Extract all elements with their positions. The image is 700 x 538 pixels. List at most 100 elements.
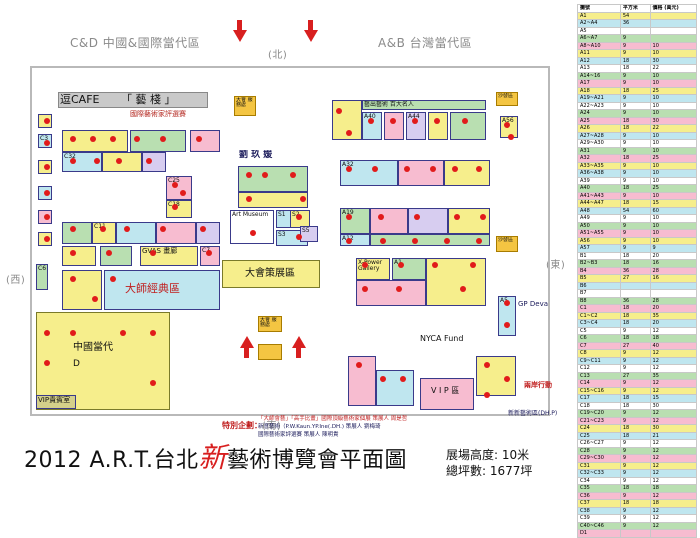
art-museum-booth[interactable]: Art Museum	[230, 210, 274, 244]
booth-marker-dot	[146, 158, 152, 164]
table-cell	[619, 26, 651, 35]
booth-a-mid[interactable]	[444, 160, 490, 186]
booth-a-north[interactable]	[384, 112, 404, 140]
booth-block-c[interactable]	[190, 130, 220, 152]
booth-a-mid[interactable]	[370, 208, 408, 234]
vip-room[interactable]: VIP貴賓室	[36, 395, 76, 409]
table-cell: 25	[649, 154, 698, 163]
table-cell: 9	[619, 514, 651, 523]
table-cell: 9	[619, 71, 651, 80]
table-cell: 25	[649, 86, 698, 95]
booth-a-lower[interactable]	[356, 280, 426, 306]
liu-booth[interactable]: 劉 玖 媛	[238, 150, 300, 166]
table-cell: C36	[577, 491, 621, 500]
china-contemporary-area[interactable]: 中國當代 D	[36, 312, 170, 410]
cafe-booth[interactable]: 逗CAFE 「 藝 棧 」	[58, 92, 208, 108]
master-classic-area[interactable]: 大師經典區	[104, 270, 220, 310]
booth-marker-dot	[70, 250, 76, 256]
booth-a-mid[interactable]	[448, 208, 490, 234]
booth-c11[interactable]: C11	[92, 222, 116, 244]
booth-block-c[interactable]	[62, 222, 92, 244]
table-cell: B6	[577, 281, 621, 290]
booth-marker-dot	[44, 164, 50, 170]
booth-block-c[interactable]	[62, 246, 96, 266]
yiqing-booth[interactable]: 藝出藝術 百大名人	[362, 100, 486, 110]
booth-a-lower[interactable]	[426, 258, 486, 306]
table-cell: 27	[619, 341, 651, 350]
booth-block-c[interactable]	[62, 270, 102, 310]
booth-block-c[interactable]	[102, 152, 142, 172]
booth-block-c[interactable]	[142, 152, 166, 172]
sofa-area-north[interactable]: 沙發區	[496, 92, 518, 106]
booth-a56-label: A56	[502, 117, 514, 124]
booth-block-c[interactable]	[196, 222, 220, 244]
booth-centre[interactable]	[238, 166, 308, 192]
booth-south-a[interactable]	[348, 356, 376, 406]
table-cell: 9	[619, 386, 651, 395]
booth-marker-dot	[106, 250, 112, 256]
booth-c6[interactable]: C6	[36, 264, 48, 290]
booth-c7[interactable]: C7	[200, 246, 220, 266]
service-counter-south[interactable]	[258, 344, 282, 360]
booth-a1[interactable]: A1	[392, 258, 426, 280]
booth-south-a[interactable]	[476, 356, 516, 396]
table-cell: 18	[619, 199, 651, 208]
table-cell: A27~A28	[577, 131, 621, 140]
booth-a-mid[interactable]	[398, 160, 444, 186]
xpower-booth[interactable]: X-Power Gallery	[356, 258, 390, 280]
booth-marker-dot	[368, 118, 374, 124]
booth-block-c[interactable]	[130, 130, 186, 152]
booth-marker-dot	[124, 226, 130, 232]
booth-marker-dot	[150, 380, 156, 386]
table-cell: 20	[649, 251, 698, 260]
booth-c25[interactable]: C25	[166, 176, 192, 200]
curator-box-label: 兩岸行動	[524, 381, 552, 389]
booth-a44[interactable]: A44	[406, 112, 426, 140]
booth-centre[interactable]	[238, 192, 308, 208]
yiqing-label: 藝出藝術 百大名人	[364, 101, 414, 108]
gvas-booth[interactable]: GVAS 畫廊	[140, 246, 198, 266]
booth-a-mid[interactable]	[408, 208, 448, 234]
booth-marker-dot	[444, 238, 450, 244]
table-cell	[619, 289, 651, 298]
table-cell: 30	[649, 424, 698, 433]
table-cell: 27	[619, 274, 651, 283]
booth-marker-dot	[462, 118, 468, 124]
service-counter-north[interactable]: 大會 服務處	[234, 96, 256, 116]
service-counter-south[interactable]: 大會 服務處	[258, 316, 282, 332]
booth-c18[interactable]: C18	[166, 200, 192, 218]
booth-a40[interactable]: A40	[362, 112, 382, 140]
booth-s5[interactable]: S5	[300, 226, 318, 242]
vip-area[interactable]: V I P 區	[420, 378, 474, 410]
booth-a-mid[interactable]	[370, 234, 490, 246]
booth-block-c[interactable]	[156, 222, 196, 244]
booth-c32[interactable]: C32	[62, 152, 102, 172]
table-cell: 9	[619, 236, 651, 245]
booth-s1-label: S1	[278, 211, 286, 218]
booth-c3-label: C3	[40, 135, 49, 142]
table-cell: 9	[619, 461, 651, 470]
booth-a19[interactable]: A19	[340, 208, 370, 234]
sofa-area-south[interactable]: 沙發區	[496, 236, 518, 252]
booth-a5[interactable]: A5	[498, 296, 516, 336]
booth-a-north[interactable]	[450, 112, 486, 140]
booth-a-north[interactable]	[332, 100, 362, 140]
booth-a12[interactable]: A12	[340, 234, 370, 246]
booth-marker-dot	[396, 286, 402, 292]
booth-block-c[interactable]	[116, 222, 156, 244]
booth-block-c[interactable]	[100, 246, 132, 266]
booth-a32[interactable]: A32	[340, 160, 398, 186]
table-cell: 54	[619, 206, 651, 215]
booth-a-north[interactable]	[428, 112, 448, 140]
table-cell: 18	[619, 124, 651, 133]
table-cell: 30	[649, 116, 698, 125]
strategy-area[interactable]: 大會策展區	[222, 260, 320, 288]
